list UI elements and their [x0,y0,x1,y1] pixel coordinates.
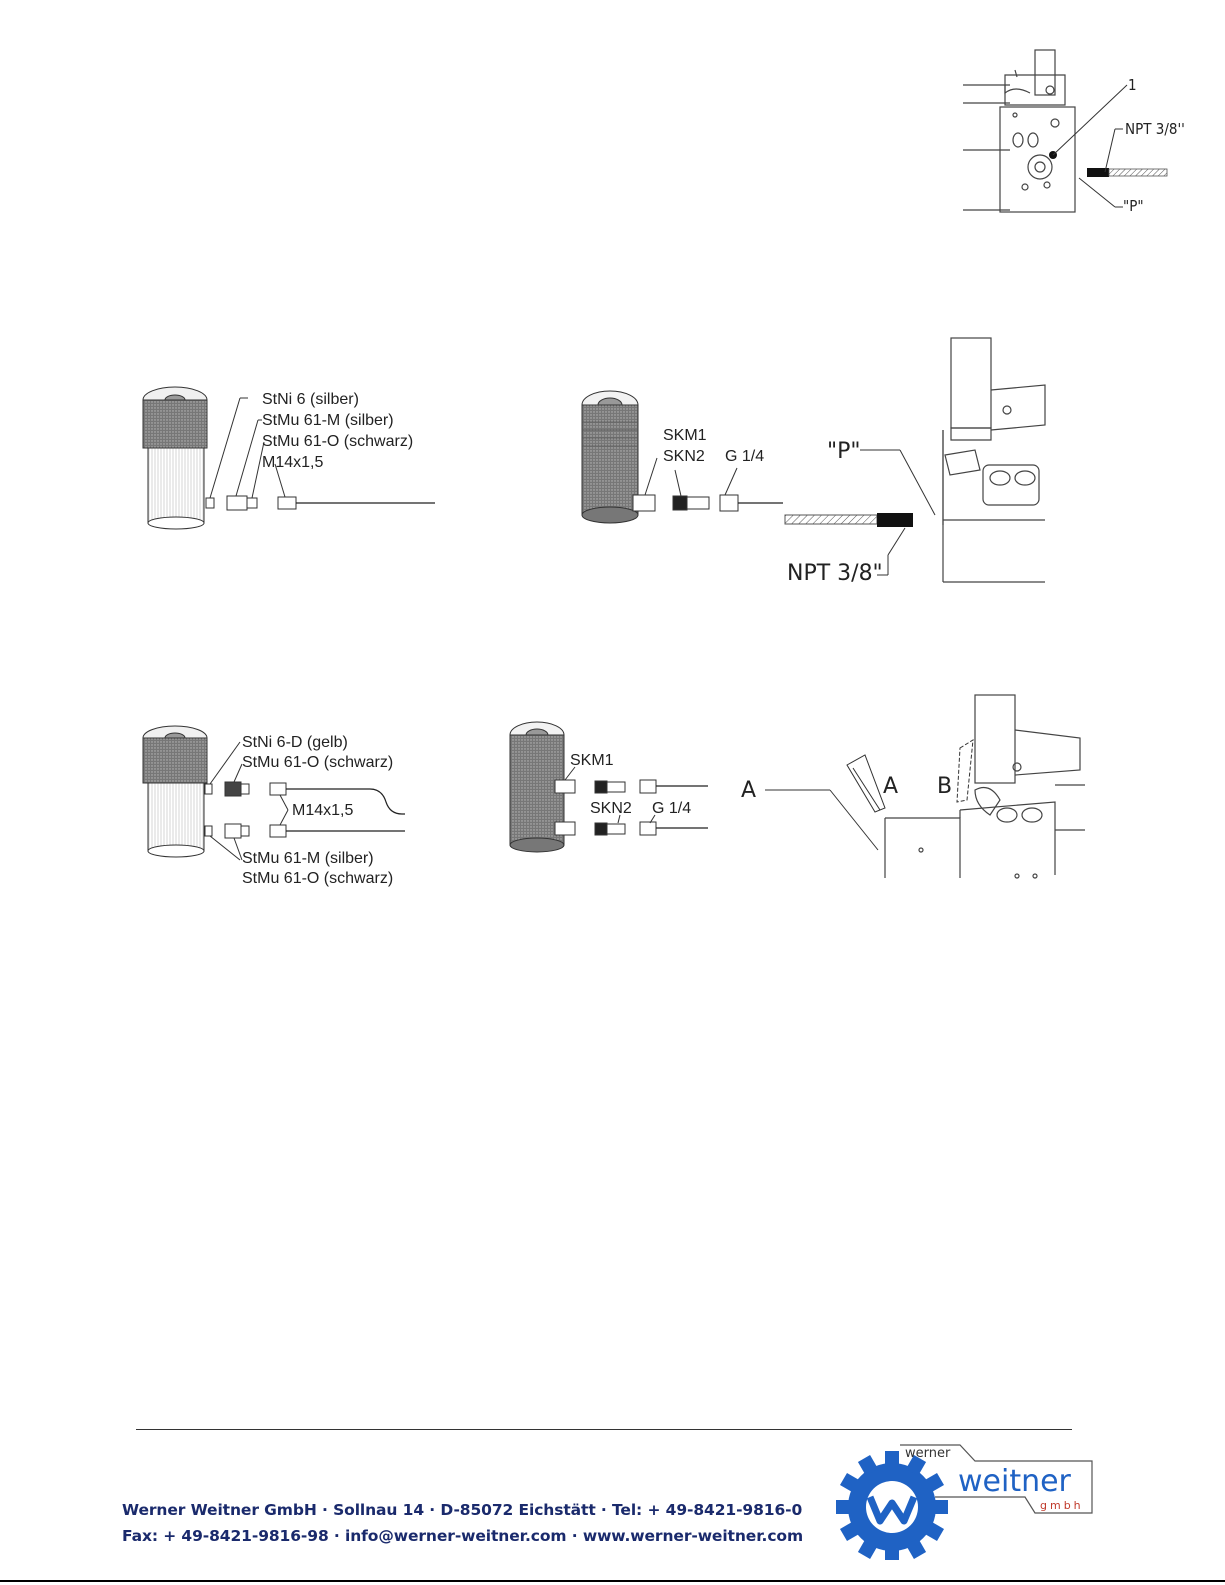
label-stni6: StNi 6 (silber) [262,391,359,408]
figure-cylinder-skm-pump: SKM1 SKN2 G 1/4 "P" NPT 3/8" [581,337,1046,586]
label-stmu61o-top: StMu 61-O (schwarz) [242,754,393,771]
label-stmu61m: StMu 61-M (silber) [262,412,394,429]
label-p-quote: "P" [827,439,861,464]
company-logo: werner weitner gmbh [836,1444,1093,1560]
label-npt: NPT 3/8'' [1125,120,1185,138]
label-stni6d: StNi 6-D (gelb) [242,734,348,751]
label-skn2: SKN2 [663,448,705,465]
label-m14: M14x1,5 [262,454,323,471]
label-stmu61o: StMu 61-O (schwarz) [262,433,413,450]
logo-word-werner: werner [905,1446,951,1461]
logo-word-weitner: weitner [958,1464,1072,1499]
label-stmu61m-bottom: StMu 61-M (silber) [242,850,374,867]
label-skm1: SKM1 [663,427,707,444]
label-a: A [883,774,898,799]
label-number-1: 1 [1128,76,1137,94]
label-a-outer: A [741,778,756,803]
figure-cylinder-stni: StNi 6 (silber) StMu 61-M (silber) StMu … [142,386,435,530]
footer-rule [136,1429,1072,1430]
page-bottom-rule [0,1580,1225,1582]
label-skn2-double: SKN2 [590,800,632,817]
figure-double-cylinder-stni: StNi 6-D (gelb) StMu 61-O (schwarz) M14x… [142,725,405,887]
label-g14: G 1/4 [725,448,764,465]
footer-address-line: Werner Weitner GmbH · Sollnau 14 · D-850… [122,1501,803,1519]
figure-valve-ab: A A B [741,694,1085,879]
figure-pump-port-top: 1 NPT 3/8'' "P" [963,49,1185,215]
label-skm1-double: SKM1 [570,752,614,769]
label-m14-double: M14x1,5 [292,802,353,819]
footer-contact-line: Fax: + 49-8421-9816-98 · info@werner-wei… [122,1527,804,1545]
label-b: B [937,774,952,799]
logo-word-gmbh: gmbh [1040,1499,1084,1512]
label-g14-double: G 1/4 [652,800,691,817]
label-npt-large: NPT 3/8" [787,561,883,586]
label-stmu61o-bottom: StMu 61-O (schwarz) [242,870,393,887]
figure-double-cylinder-skm: SKM1 SKN2 G 1/4 [509,721,708,853]
label-p: "P" [1123,197,1144,215]
